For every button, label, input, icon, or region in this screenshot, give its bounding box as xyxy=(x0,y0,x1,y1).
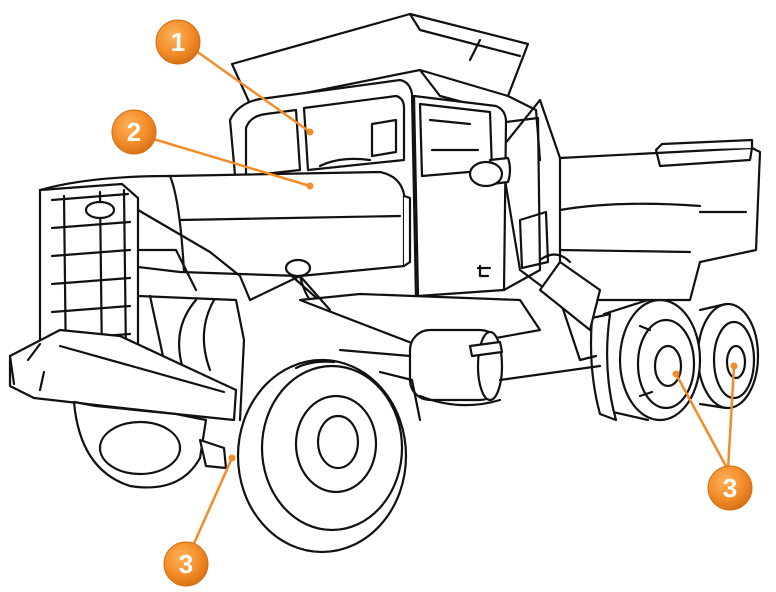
callout-targets xyxy=(228,128,738,462)
rear-wheels xyxy=(589,298,760,422)
callout-3a-label: 3 xyxy=(179,549,193,579)
callout-1-badge xyxy=(155,19,201,65)
target-dot-3a xyxy=(228,454,236,462)
callout-3a: 3 xyxy=(163,541,209,587)
chassis xyxy=(248,274,602,407)
callout-3b: 3 xyxy=(707,465,753,511)
callout-2-label: 2 xyxy=(127,117,141,147)
callout-leaders xyxy=(148,46,736,550)
callout-2: 2 xyxy=(111,109,157,155)
callout-2-badge xyxy=(111,109,157,155)
target-dot-2 xyxy=(306,182,314,190)
callout-1: 1 xyxy=(155,19,201,65)
target-dot-3b-right xyxy=(730,362,738,370)
leader-line-3a xyxy=(190,456,234,550)
leader-line-3b-left xyxy=(674,372,730,472)
front-bumper xyxy=(8,328,238,422)
leader-line-2 xyxy=(148,136,312,188)
dump-body xyxy=(498,98,762,362)
left-front-wheel xyxy=(72,400,228,489)
callout-3b-label: 3 xyxy=(723,473,737,503)
target-dot-1 xyxy=(306,128,314,136)
leader-line-1 xyxy=(190,46,312,134)
right-front-wheel xyxy=(236,358,422,554)
callout-3a-badge xyxy=(163,541,209,587)
target-dot-3b-left xyxy=(672,370,680,378)
callout-3b-badge xyxy=(707,465,753,511)
dump-truck-illustration xyxy=(8,12,762,554)
callout-1-label: 1 xyxy=(171,27,185,57)
leader-line-3b-right xyxy=(726,364,736,472)
